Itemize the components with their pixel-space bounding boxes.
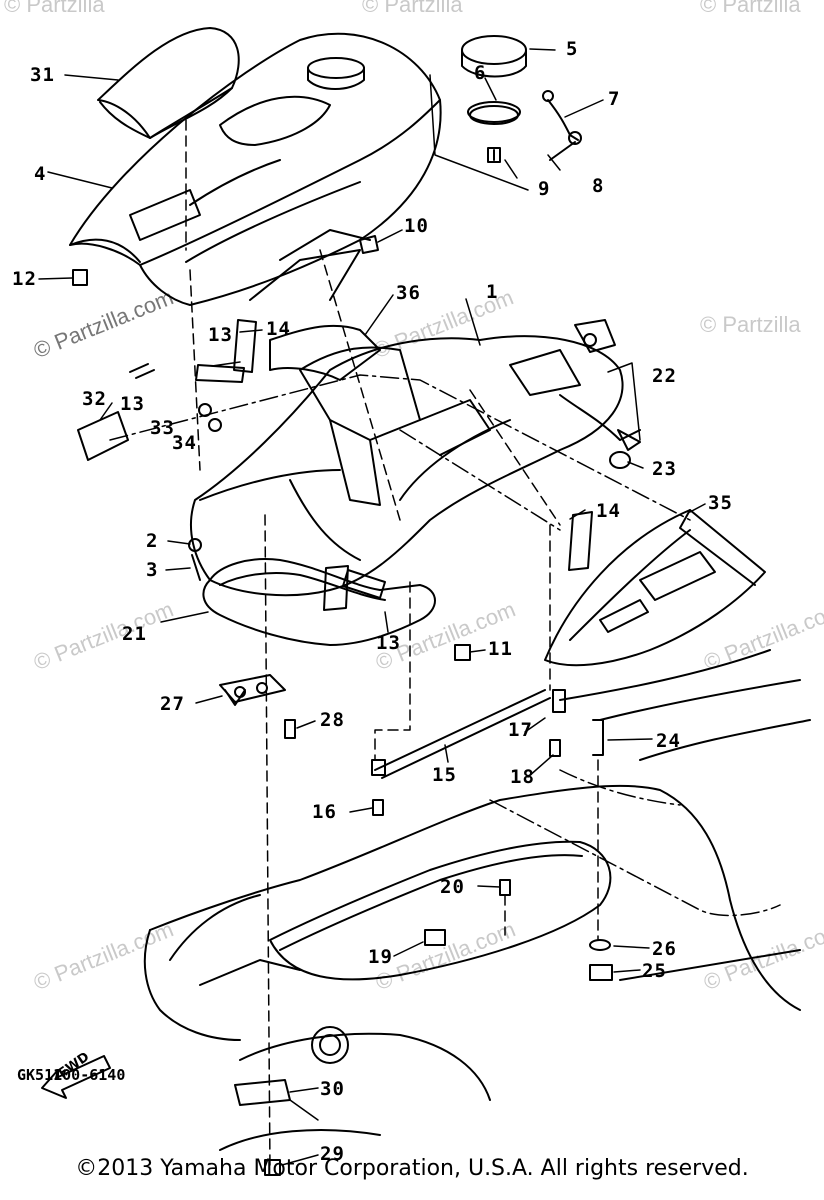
callout-36: 36	[396, 282, 421, 304]
callout-24: 24	[656, 730, 681, 752]
hinge-part	[219, 674, 286, 706]
callout-13: 13	[208, 324, 233, 346]
watermark: © Partzilla	[362, 0, 463, 17]
callout-12: 12	[12, 268, 37, 290]
callout-35: 35	[708, 492, 733, 514]
leader-lines	[38, 48, 706, 1166]
callout-23: 23	[652, 458, 677, 480]
callout-22: 22	[652, 365, 677, 387]
callout-8: 8	[592, 175, 605, 197]
copyright-notice: ©2013 Yamaha Motor Corporation, U.S.A. A…	[75, 1156, 749, 1181]
switch-bracket-part	[574, 319, 641, 469]
callout-1: 1	[486, 281, 499, 303]
callout-10: 10	[404, 215, 429, 237]
callout-27: 27	[160, 693, 185, 715]
callout-13-c: 13	[376, 632, 401, 654]
callout-3: 3	[146, 559, 159, 581]
storage-tray-part	[544, 509, 766, 667]
forward-arrow-icon	[41, 1055, 111, 1099]
callout-28: 28	[320, 709, 345, 731]
callout-14: 14	[266, 318, 291, 340]
hood-cover-part	[69, 32, 442, 306]
callout-21: 21	[122, 623, 147, 645]
callout-16: 16	[312, 801, 337, 823]
callout-26: 26	[652, 938, 677, 960]
watermark: © Partzilla	[700, 312, 801, 337]
callout-15: 15	[432, 764, 457, 786]
callout-18: 18	[510, 766, 535, 788]
callout-34: 34	[172, 432, 197, 454]
callout-13-b: 13	[120, 393, 145, 415]
fasteners	[72, 235, 613, 1176]
exploded-view-lines	[185, 119, 599, 1171]
callout-29: 29	[320, 1143, 345, 1165]
watermark: © Partzilla	[4, 0, 105, 17]
foam-blocks	[77, 319, 593, 611]
callout-14-b: 14	[596, 500, 621, 522]
main-deck-body-part	[189, 335, 641, 597]
callout-11: 11	[488, 638, 513, 660]
callout-7: 7	[608, 88, 621, 110]
diagram-code: GK51100-6140	[17, 1066, 126, 1084]
callout-20: 20	[440, 876, 465, 898]
hull-outline-part	[143, 649, 811, 1151]
gasket-seal-part	[202, 558, 436, 646]
fuel-cap-assembly-part	[461, 35, 582, 163]
callout-33: 33	[150, 417, 175, 439]
dash-dot-lines	[109, 374, 781, 917]
callout-30: 30	[320, 1078, 345, 1100]
callout-32: 32	[82, 388, 107, 410]
callout-6: 6	[474, 62, 487, 84]
callout-31: 31	[30, 64, 55, 86]
support-rod-part	[371, 689, 551, 779]
callout-25: 25	[642, 960, 667, 982]
callout-19: 19	[368, 946, 393, 968]
callout-5: 5	[566, 38, 579, 60]
callout-17: 17	[508, 719, 533, 741]
seat-cushion-part	[97, 27, 240, 139]
callout-4: 4	[34, 163, 47, 185]
watermark: © Partzilla	[700, 0, 801, 17]
support-bracket-part	[269, 324, 381, 381]
callout-9: 9	[538, 178, 551, 200]
callout-2: 2	[146, 530, 159, 552]
